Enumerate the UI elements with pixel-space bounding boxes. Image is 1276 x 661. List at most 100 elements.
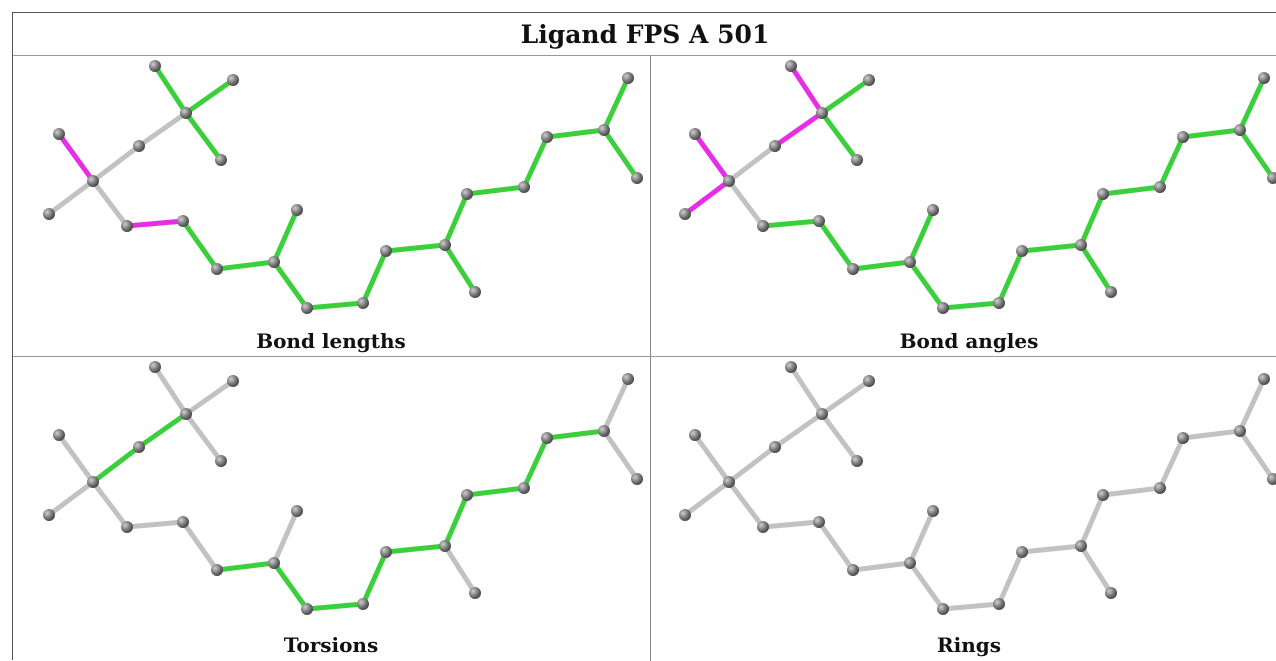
bond: [907, 207, 936, 265]
bond: [304, 601, 366, 612]
bond: [544, 127, 607, 140]
bond: [136, 110, 189, 149]
bond: [304, 300, 366, 311]
bond: [544, 428, 607, 441]
bond: [788, 364, 825, 417]
bond: [136, 411, 189, 450]
atom: [43, 208, 55, 220]
atom: [380, 546, 392, 558]
bond: [1078, 492, 1106, 549]
atom: [904, 557, 916, 569]
atom: [215, 455, 227, 467]
bond: [940, 601, 1002, 612]
atom: [518, 181, 530, 193]
atom: [1097, 188, 1109, 200]
atom: [622, 373, 634, 385]
bond: [183, 411, 224, 464]
atom: [53, 429, 65, 441]
panel-bond-angles: Bond angles: [651, 56, 1276, 356]
atom: [1154, 482, 1166, 494]
atom: [927, 505, 939, 517]
atom: [785, 361, 797, 373]
atom: [439, 540, 451, 552]
bond: [692, 131, 732, 184]
bond: [360, 248, 389, 306]
atom: [813, 516, 825, 528]
bond: [682, 479, 732, 518]
bond: [442, 191, 470, 248]
bond: [152, 63, 189, 116]
bond: [383, 543, 448, 555]
bond: [1237, 376, 1267, 434]
atom: [757, 220, 769, 232]
bond: [1100, 184, 1163, 197]
atom: [53, 128, 65, 140]
bond: [907, 560, 946, 612]
bond: [601, 75, 631, 133]
bond: [1237, 75, 1267, 133]
atom: [215, 154, 227, 166]
bond: [271, 508, 300, 566]
bond: [760, 519, 822, 530]
atom: [904, 256, 916, 268]
atom: [43, 509, 55, 521]
bond: [819, 77, 872, 116]
bond: [726, 479, 766, 530]
atom: [757, 521, 769, 533]
atom: [1097, 489, 1109, 501]
atom: [268, 557, 280, 569]
bond: [1237, 127, 1276, 181]
bond: [180, 519, 220, 573]
atom: [133, 140, 145, 152]
atom: [291, 505, 303, 517]
atom: [1105, 286, 1117, 298]
atom: [937, 603, 949, 615]
bond: [760, 218, 822, 229]
atom: [1075, 239, 1087, 251]
bond: [907, 259, 946, 311]
atom: [851, 455, 863, 467]
atom: [813, 215, 825, 227]
atom: [1258, 72, 1270, 84]
bond: [996, 549, 1025, 607]
molecule-view-rings: [679, 361, 1276, 615]
bond: [90, 479, 130, 530]
grid-divider-horizontal: [13, 356, 1276, 357]
bond: [996, 248, 1025, 306]
bond: [816, 519, 856, 573]
bond: [183, 77, 236, 116]
bond: [1078, 543, 1114, 596]
atom: [1177, 131, 1189, 143]
atom: [518, 482, 530, 494]
bond: [46, 479, 96, 518]
bond: [521, 134, 550, 190]
atom: [301, 603, 313, 615]
bond: [907, 508, 936, 566]
atom: [847, 564, 859, 576]
atom: [121, 220, 133, 232]
bond: [360, 549, 389, 607]
bond: [56, 131, 96, 184]
bond: [464, 184, 527, 197]
atom: [149, 361, 161, 373]
atom: [816, 408, 828, 420]
atom: [927, 204, 939, 216]
bond: [183, 110, 224, 163]
caption-bond-lengths: Bond lengths: [256, 329, 406, 353]
atom: [541, 432, 553, 444]
atom: [769, 441, 781, 453]
atom: [679, 208, 691, 220]
bond: [56, 432, 96, 485]
atom: [541, 131, 553, 143]
bond: [1237, 428, 1276, 482]
atom: [622, 72, 634, 84]
bond: [180, 218, 220, 272]
bond: [271, 259, 310, 311]
bond: [772, 411, 825, 450]
atom: [439, 239, 451, 251]
bond: [183, 378, 236, 417]
bond: [819, 110, 860, 163]
molecule-view-bond-angles: [679, 60, 1276, 314]
atom: [1075, 540, 1087, 552]
atom: [211, 564, 223, 576]
